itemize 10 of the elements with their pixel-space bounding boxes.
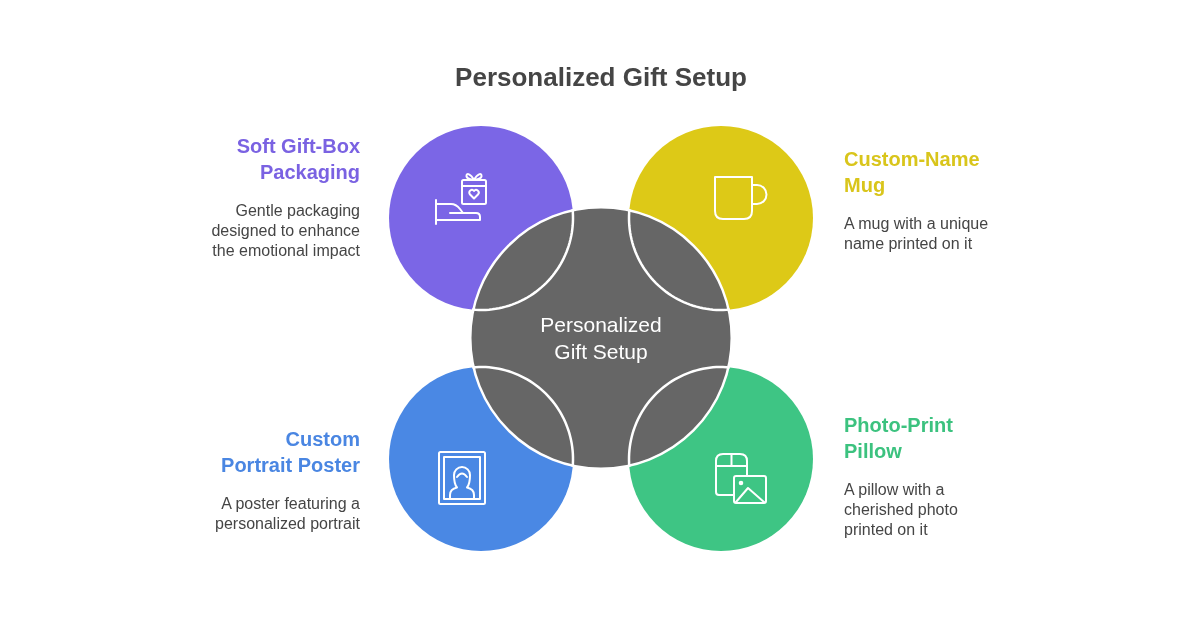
category-description: A pillow with a cherished photo printed on it (844, 480, 959, 540)
category-description: A poster featuring a personalized portrait (214, 494, 360, 534)
category-heading: Photo-Print Pillow (844, 413, 954, 464)
category-heading: Soft Gift-Box Packaging (235, 134, 360, 185)
center-label: Personalized Gift Setup (539, 312, 663, 365)
diagram-title: Personalized Gift Setup (455, 61, 747, 93)
category-heading: Custom-Name Mug (844, 147, 981, 198)
category-heading: Custom Portrait Poster (220, 427, 360, 478)
category-description: A mug with a unique name printed on it (844, 214, 990, 254)
category-description: Gentle packaging designed to enhance the emotional impact (210, 201, 360, 261)
